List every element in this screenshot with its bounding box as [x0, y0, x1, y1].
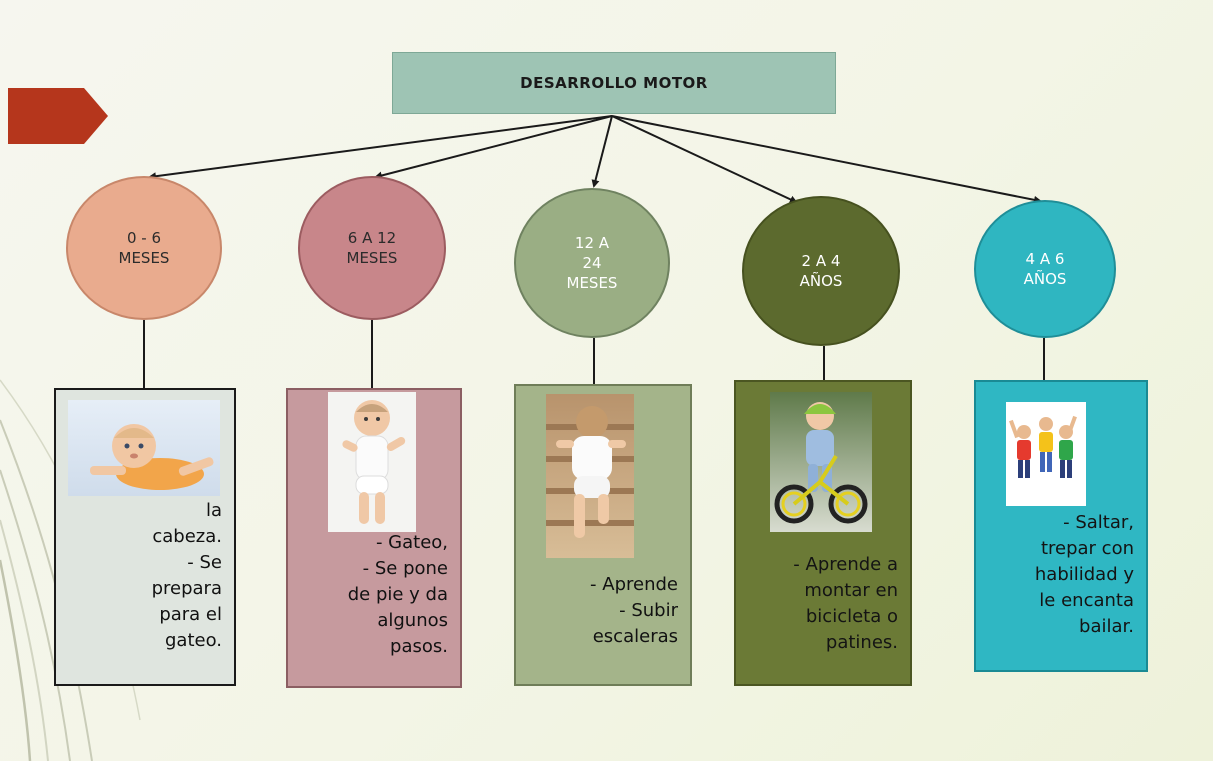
children-jumping-photo: [1006, 402, 1086, 506]
stage-description: - Saltar, trepar con habilidad y le enca…: [1034, 512, 1134, 638]
stage-description: la cabeza. - Se prepara para el gateo.: [151, 500, 222, 652]
stage-description: - Gateo, - Se pone de pie y da algunos p…: [347, 532, 448, 658]
diagram-title: DESARROLLO MOTOR: [392, 52, 836, 114]
standing-baby-photo: [328, 392, 416, 532]
stage-description: - Aprende - Subir escaleras: [590, 574, 678, 648]
arrow-tab-icon: [8, 88, 108, 144]
child-on-bicycle-photo: [770, 392, 872, 532]
stage-circle-0-6-meses: 0 - 6 MESES: [66, 176, 222, 320]
toddler-climbing-stairs-photo: [546, 394, 634, 558]
stage-circle-12-24-meses: 12 A 24 MESES: [514, 188, 670, 338]
stage-circle-2-4-anos: 2 A 4 AÑOS: [742, 196, 900, 346]
stage-description: - Aprende a montar en bicicleta o patine…: [793, 554, 898, 654]
crawling-baby-photo: [68, 400, 220, 496]
stage-circle-4-6-anos: 4 A 6 AÑOS: [974, 200, 1116, 338]
stage-circle-6-12-meses: 6 A 12 MESES: [298, 176, 446, 320]
